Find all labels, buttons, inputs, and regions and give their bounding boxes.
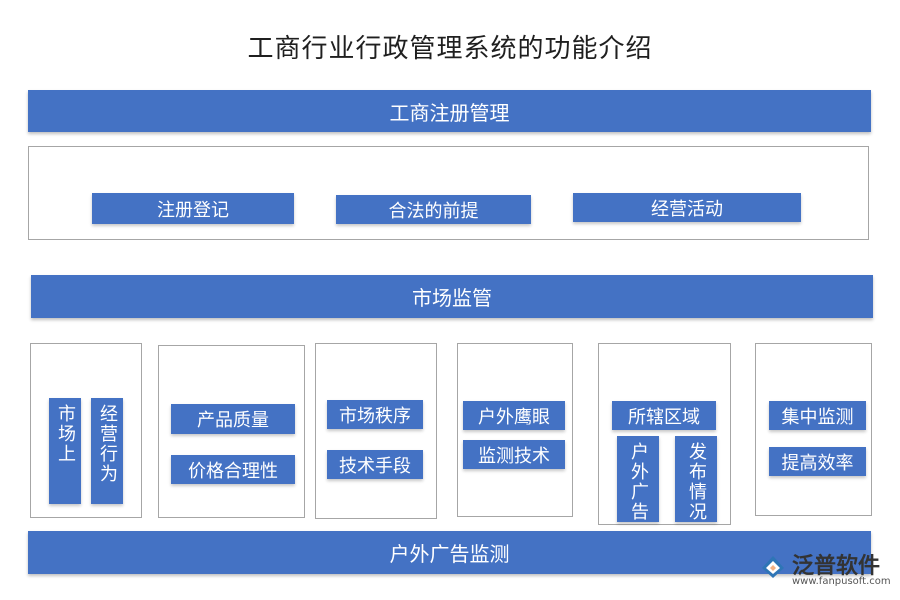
registration-item-1: 注册登记 (92, 193, 294, 224)
logo-url: www.fanpusoft.com (792, 576, 891, 587)
market-group-2: 产品质量 价格合理性 (158, 345, 305, 518)
registration-panel: 注册登记 合法的前提 经营活动 (28, 146, 869, 240)
market-group-4-item-1: 户外鹰眼 (463, 401, 565, 430)
market-group-3-item-1: 市场秩序 (327, 400, 423, 429)
market-group-5-item-3: 发布情况 (675, 436, 717, 522)
registration-header: 工商注册管理 (28, 90, 871, 132)
registration-item-3: 经营活动 (573, 193, 801, 222)
market-group-6: 集中监测 提高效率 (755, 343, 872, 516)
market-group-2-item-2: 价格合理性 (171, 455, 295, 484)
registration-item-2: 合法的前提 (336, 195, 531, 224)
market-group-5: 所辖区域 户外广告 发布情况 (598, 343, 731, 525)
market-group-1-item-2: 经营行为 (91, 398, 123, 504)
logo-name: 泛普软件 (792, 554, 881, 579)
market-group-1: 市场上 经营行为 (30, 343, 142, 518)
market-group-3: 市场秩序 技术手段 (315, 343, 437, 519)
market-group-4: 户外鹰眼 监测技术 (457, 343, 573, 517)
market-group-5-item-1: 所辖区域 (612, 401, 716, 430)
market-group-6-item-1: 集中监测 (769, 401, 866, 430)
market-group-5-item-2: 户外广告 (617, 436, 659, 522)
market-group-1-item-1: 市场上 (49, 398, 81, 504)
brand-logo: 泛普软件 www.fanpusoft.com (758, 548, 891, 592)
outdoor-header: 户外广告监测 (28, 531, 871, 574)
diagram-title: 工商行业行政管理系统的功能介绍 (247, 34, 653, 64)
market-group-3-item-2: 技术手段 (327, 450, 423, 479)
market-group-6-item-2: 提高效率 (769, 447, 866, 476)
market-header: 市场监管 (31, 275, 873, 318)
market-group-4-item-2: 监测技术 (463, 440, 565, 469)
market-group-2-item-1: 产品质量 (171, 404, 295, 434)
logo-icon (762, 556, 784, 578)
